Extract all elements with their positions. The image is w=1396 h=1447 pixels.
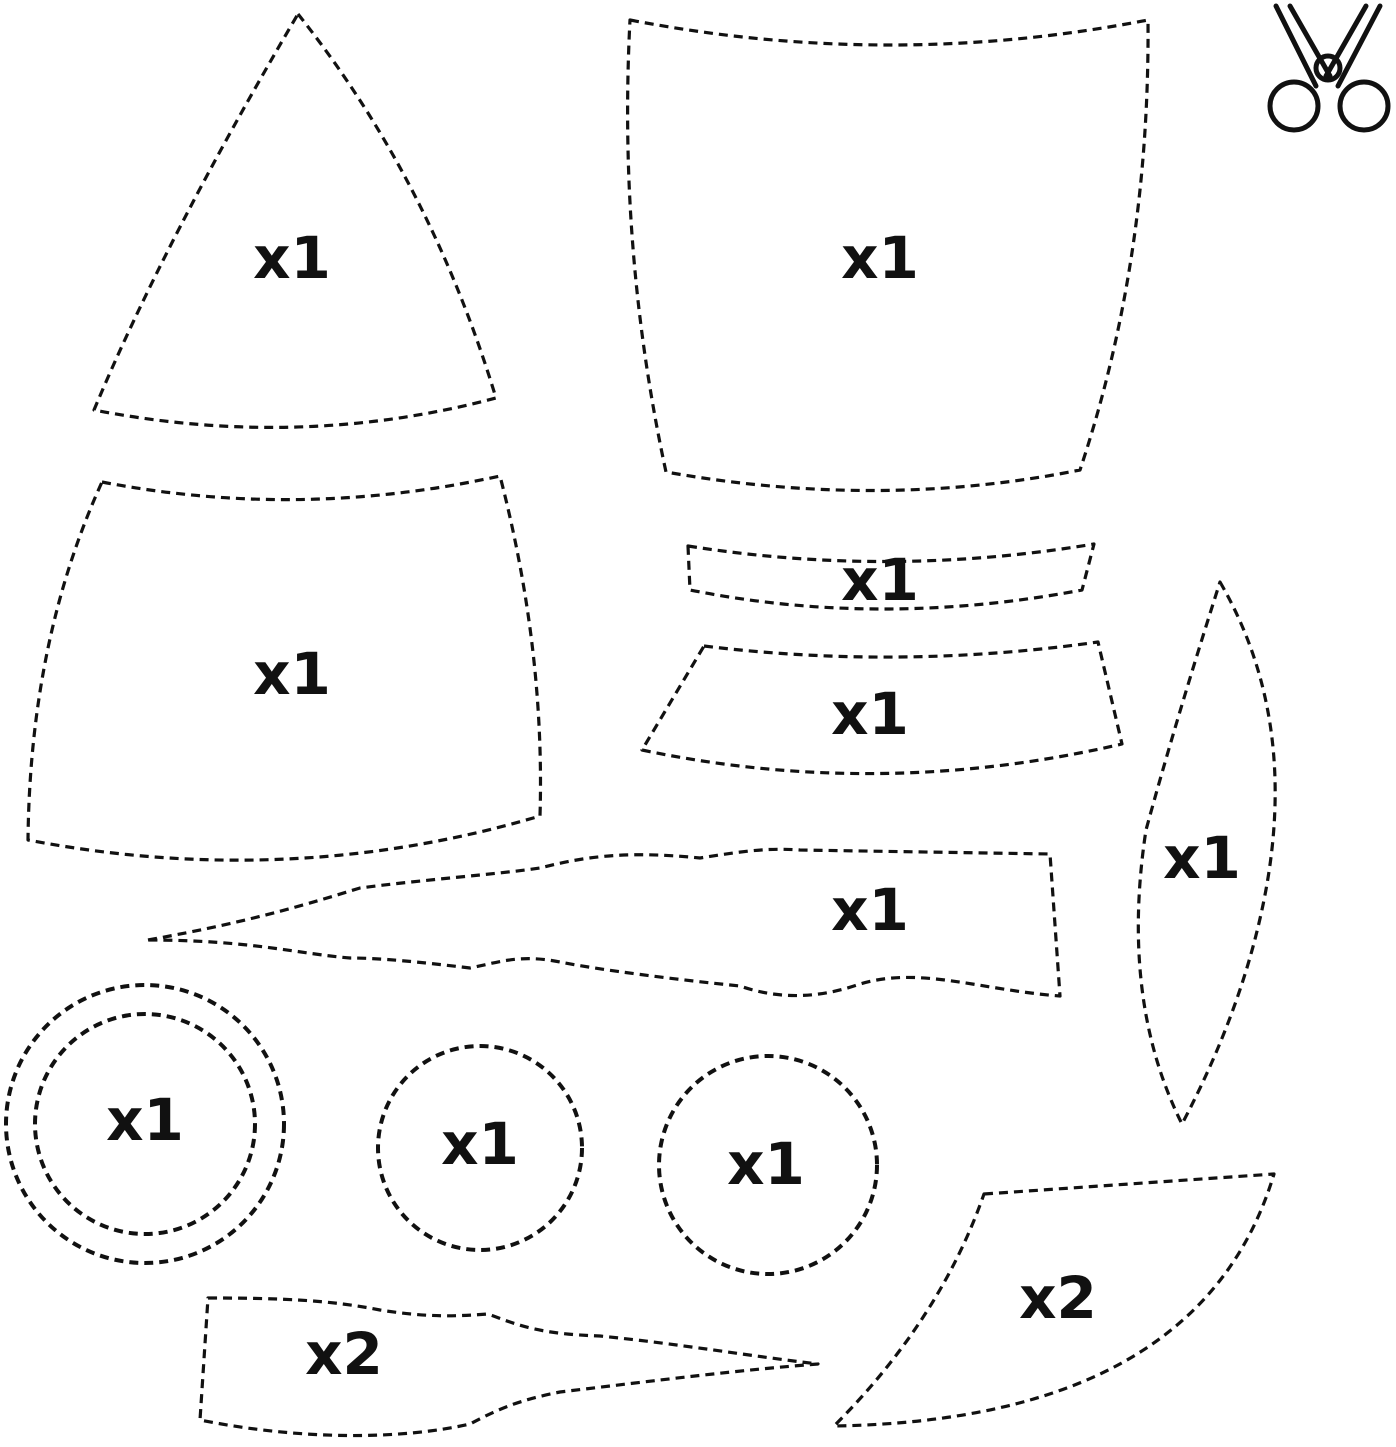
piece-label: x1 — [727, 1130, 805, 1198]
piece-label: x2 — [1019, 1264, 1097, 1332]
piece-label: x1 — [106, 1086, 184, 1154]
piece-upper-trapezoid: x1 — [626, 18, 1150, 493]
piece-label: x1 — [253, 224, 331, 292]
piece-lower-trapezoid: x1 — [26, 474, 543, 862]
piece-label: x1 — [1163, 824, 1241, 892]
piece-label: x1 — [441, 1110, 519, 1178]
piece-lens: x1 — [1136, 580, 1277, 1126]
piece-thin-band: x1 — [686, 542, 1096, 614]
piece-medium-band: x1 — [640, 640, 1124, 776]
piece-label: x2 — [305, 1320, 383, 1388]
piece-long-flame: x1 — [146, 847, 1062, 998]
piece-label: x1 — [841, 546, 919, 614]
piece-short-flame: x2 — [198, 1296, 820, 1438]
scissors-icon — [1267, 3, 1391, 133]
piece-tip-triangle: x1 — [92, 12, 498, 429]
piece-label: x1 — [831, 876, 909, 944]
piece-label: x1 — [841, 224, 919, 292]
piece-circle-small: x1 — [376, 1044, 584, 1252]
piece-label: x1 — [831, 680, 909, 748]
piece-label: x1 — [253, 640, 331, 708]
piece-double-circle: x1 — [4, 983, 286, 1265]
piece-fin: x2 — [832, 1172, 1276, 1428]
piece-circle-large: x1 — [657, 1054, 879, 1276]
